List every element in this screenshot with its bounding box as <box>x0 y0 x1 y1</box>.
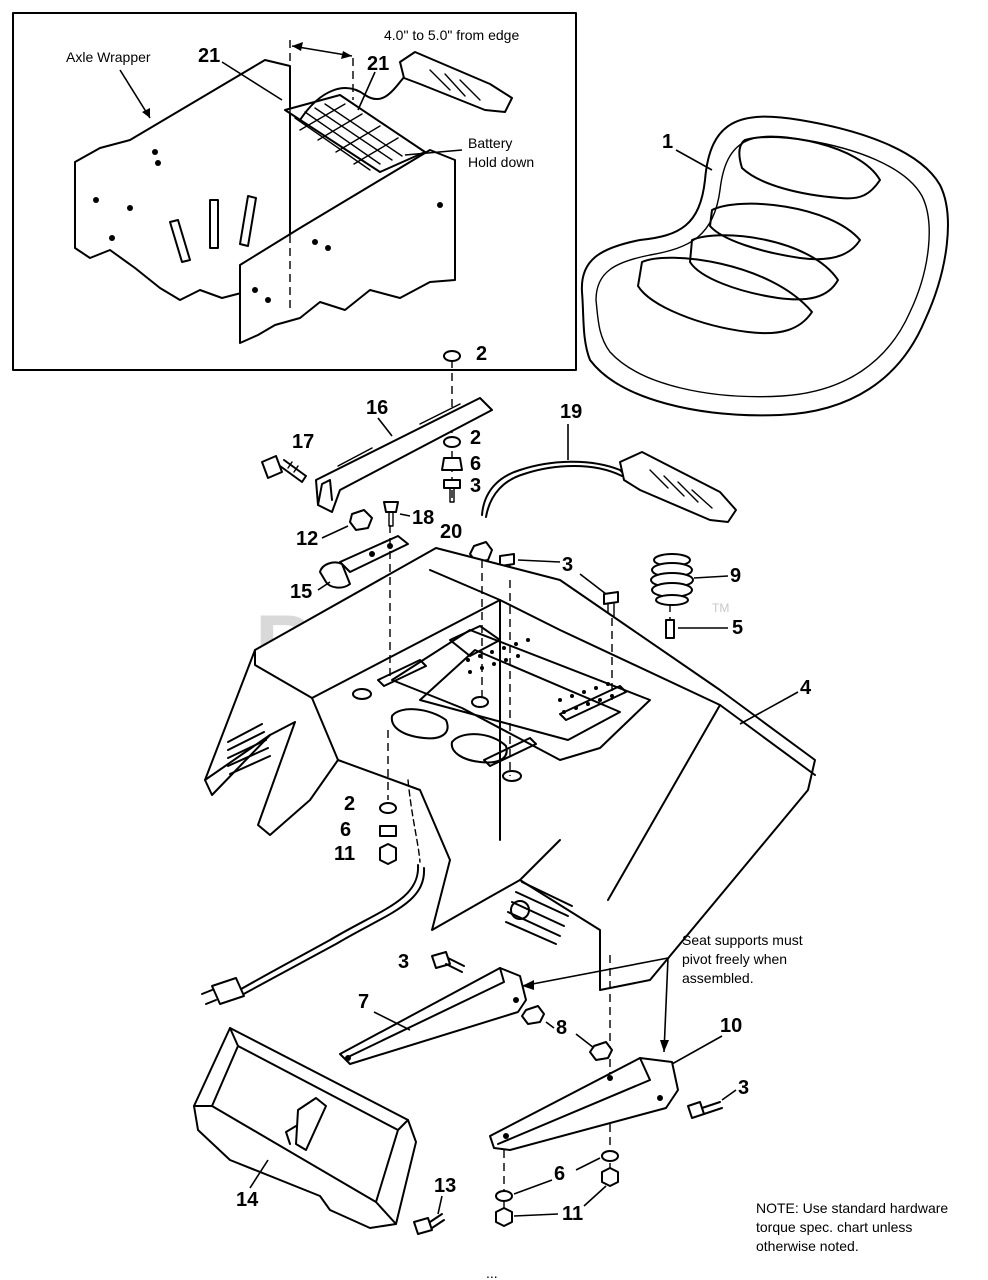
nut-part-8-b <box>589 1041 613 1061</box>
callout-2-a: 2 <box>476 343 487 365</box>
inset-frame <box>12 12 577 371</box>
trademark-symbol: TM <box>712 601 729 615</box>
washer-2-mid <box>443 436 461 448</box>
nut-11-lower <box>379 843 397 865</box>
nut-part-8-a <box>521 1005 545 1025</box>
seat-supports-note-line1: Seat supports must <box>682 932 803 948</box>
callout-10: 10 <box>720 1015 742 1037</box>
nut-11-bottom-b <box>601 1167 619 1187</box>
nut-11-bottom-a <box>495 1207 513 1227</box>
spring-part-9 <box>650 553 694 606</box>
bolt-part-13 <box>413 1217 433 1235</box>
battery-tray <box>284 94 426 173</box>
nut-part-20 <box>469 541 493 563</box>
pin-part-5 <box>665 619 675 639</box>
callout-6-c: 6 <box>554 1163 565 1185</box>
seat-cushion-2 <box>709 202 861 261</box>
seat-cushion-4 <box>637 256 813 335</box>
callout-13: 13 <box>434 1175 456 1197</box>
callout-7: 7 <box>358 991 369 1013</box>
callout-16: 16 <box>366 397 388 419</box>
callout-21-a: 21 <box>198 45 220 67</box>
washer-2-top <box>443 350 461 362</box>
wire-harness <box>201 779 426 1005</box>
lockwasher-6-bottom-b <box>601 1150 619 1162</box>
callout-19: 19 <box>560 401 582 423</box>
callout-9: 9 <box>730 565 741 587</box>
seat-cushion-1 <box>738 136 881 200</box>
plate-slots <box>169 195 257 263</box>
axle-wrapper-leader <box>119 69 151 119</box>
hardware-note-line1: NOTE: Use standard hardware <box>756 1200 948 1216</box>
hardware-note-line3: otherwise noted. <box>756 1238 859 1254</box>
callout-5: 5 <box>732 617 743 639</box>
washer-2-lower <box>379 802 397 814</box>
callout-8: 8 <box>556 1017 567 1039</box>
cover-handle-notch <box>295 1097 327 1151</box>
inset-strap-tread <box>429 69 481 101</box>
battery-label-line1: Battery <box>468 135 512 151</box>
axle-wrapper-right-plate <box>239 149 456 344</box>
bolt-3-right <box>687 1101 705 1119</box>
callout-3-b: 3 <box>562 554 573 576</box>
seat-supports-note-line3: assembled. <box>682 970 754 986</box>
seat-part-1 <box>580 115 949 417</box>
bracket-part-16 <box>315 397 493 513</box>
callout-3-c: 3 <box>398 951 409 973</box>
callout-3-a: 3 <box>470 475 481 497</box>
callout-6-a: 6 <box>470 453 481 475</box>
plate-holes <box>93 149 443 303</box>
callout-15: 15 <box>290 581 312 603</box>
seat-cushion-3 <box>689 234 839 301</box>
bolt-part-18 <box>383 501 399 513</box>
bolt-3-head-top <box>443 479 461 489</box>
inset-battery-strap <box>399 51 513 113</box>
inset-axle-wrapper-detail: Axle Wrapper 4.0" to 5.0" from edge Batt… <box>12 12 577 371</box>
lockwasher-6-lower <box>379 825 397 837</box>
seat-outline <box>580 115 949 417</box>
callout-1: 1 <box>662 131 673 153</box>
page-mark: ... <box>486 1265 498 1280</box>
dimension-label: 4.0" to 5.0" from edge <box>384 27 519 43</box>
axle-wrapper-label: Axle Wrapper <box>66 49 151 65</box>
hinge-plate-part-15 <box>319 535 409 589</box>
callout-6-b: 6 <box>340 819 351 841</box>
seat-support-part-10 <box>489 1057 679 1151</box>
callout-17: 17 <box>292 431 314 453</box>
lockwasher-6-top <box>441 457 463 471</box>
callout-20: 20 <box>440 521 462 543</box>
dimension-arrow <box>291 45 353 57</box>
callout-11-a: 11 <box>334 843 355 865</box>
bolt-part-17 <box>261 455 307 483</box>
callout-4: 4 <box>800 677 812 699</box>
seat-switch-part-19 <box>481 451 737 523</box>
callout-11-b: 11 <box>562 1203 583 1225</box>
callout-18: 18 <box>412 507 434 529</box>
callout-21-b: 21 <box>367 53 389 75</box>
lockwasher-6-bottom <box>495 1190 513 1202</box>
nut-part-12 <box>349 509 373 531</box>
hold-down-mesh <box>294 103 403 171</box>
bolt-3-fender-b <box>603 591 619 605</box>
callout-3-d: 3 <box>738 1077 749 1099</box>
cover-part-14 <box>193 1027 417 1229</box>
callout-12: 12 <box>296 528 318 550</box>
hardware-note-line2: torque spec. chart unless <box>756 1219 912 1235</box>
callout-2-b: 2 <box>470 427 481 449</box>
bolt-3-fender-a <box>499 553 515 567</box>
callout-2-c: 2 <box>344 793 355 815</box>
hardware-under-fender <box>379 802 397 865</box>
battery-label-line2: Hold down <box>468 154 534 170</box>
seat-support-part-7 <box>339 967 527 1065</box>
callout-14: 14 <box>236 1189 259 1211</box>
seat-supports-note-line2: pivot freely when <box>682 951 787 967</box>
